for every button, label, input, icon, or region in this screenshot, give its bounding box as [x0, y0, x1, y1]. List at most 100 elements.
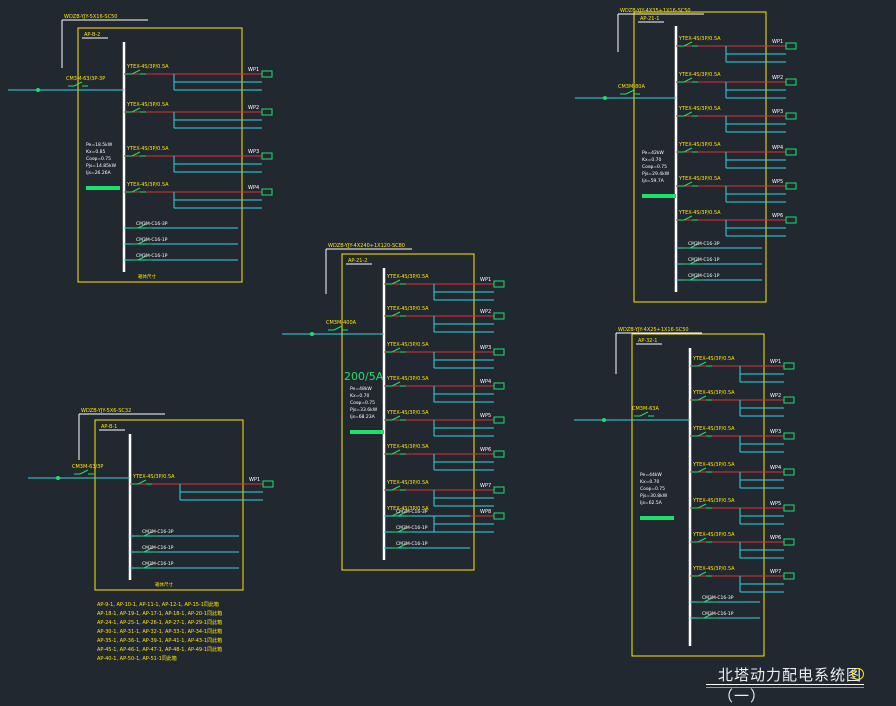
spare-breaker-label: CM3M-C16-1P — [142, 561, 174, 567]
load-box — [783, 572, 795, 580]
load-box — [261, 70, 273, 78]
same-as-note: AP-40-1, AP-50-1, AP-51-1同此箱 — [97, 655, 177, 662]
load-box — [783, 362, 795, 370]
incomer-node — [310, 332, 314, 336]
circuit-breaker-blade — [391, 381, 401, 387]
spare-breaker-blade — [397, 543, 407, 549]
cabinet-frame-AP-21-1 — [633, 11, 767, 303]
load-id: WP2 — [772, 75, 783, 81]
spare-breaker-blade — [137, 223, 147, 229]
load-stat: Kx=0.70 — [640, 479, 660, 485]
load-id: WP3 — [480, 345, 491, 351]
circuit-breaker-blade — [683, 215, 693, 221]
load-id: WP1 — [772, 39, 783, 45]
load-id: WP4 — [772, 145, 783, 151]
circuit-breaker-blade — [391, 485, 401, 491]
spare-breaker-label: CM3M-C16-1P — [702, 611, 734, 617]
spare-indicator — [350, 430, 384, 434]
feeder-cable-label: WDZB-YJY-4X35+1X16-SC50 — [620, 8, 691, 14]
circuit-breaker-blade — [131, 69, 141, 75]
feeder-cable-label: WDZB-YJY-5X6-SC32 — [81, 408, 131, 414]
spare-breaker-label: CM3M-C16-3P — [396, 509, 428, 515]
load-stat: Pe=44kW — [640, 472, 662, 478]
same-as-note: AP-9-1, AP-10-1, AP-11-1, AP-12-1, AP-15… — [97, 601, 219, 608]
load-box — [785, 148, 797, 156]
circuit-breaker-label: YTEX-4S/3P/0.5A — [386, 410, 429, 416]
panel-id: AP-B-1 — [101, 424, 117, 430]
load-box — [785, 42, 797, 50]
panel-id: AP-21-1 — [640, 16, 659, 22]
load-stat: Pjs=30.8kW — [640, 493, 668, 499]
load-id: WP2 — [480, 309, 491, 315]
circuit-breaker-label: YTEX-4S/3P/0.5A — [692, 356, 735, 362]
incomer-node — [603, 96, 607, 100]
load-box — [783, 432, 795, 440]
spare-breaker-label: CM3M-C16-1P — [396, 541, 428, 547]
load-box — [783, 468, 795, 476]
circuit-breaker-label: YTEX-4S/3P/0.5A — [126, 102, 169, 108]
circuit-breaker-label: YTEX-4S/3P/0.5A — [678, 106, 721, 112]
spare-breaker-label: CM3M-C16-3P — [688, 241, 720, 247]
load-stat: Kx=0.85 — [86, 149, 106, 155]
load-box — [783, 504, 795, 512]
circuit-breaker-label: YTEX-4S/3P/0.5A — [678, 142, 721, 148]
mains-switch-blade — [639, 411, 649, 417]
load-id: WP7 — [770, 569, 781, 575]
mains-switch-blade — [73, 81, 83, 87]
mains-switch-blade — [79, 469, 89, 475]
spare-breaker-label: CM3M-C16-1P — [142, 545, 174, 551]
load-box — [783, 396, 795, 404]
panel-id: AP-32-1 — [638, 338, 657, 344]
load-box — [493, 280, 505, 288]
load-box — [785, 182, 797, 190]
same-as-note: AP-35-1, AP-36-1, AP-39-1, AP-41-1, AP-4… — [97, 637, 222, 644]
cabinet-frame-AP-B-2 — [77, 27, 243, 283]
title-underline — [706, 684, 864, 685]
load-stat: Cosφ=0.75 — [642, 164, 667, 170]
load-stat: Pjs=29.4kW — [642, 171, 670, 177]
load-stat: Pe=48kW — [350, 386, 372, 392]
load-stat: Pjs=14.85kW — [86, 163, 117, 169]
same-as-note: AP-18-1, AP-19-1, AP-17-1, AP-18-1, AP-2… — [97, 610, 222, 617]
load-id: WP1 — [249, 477, 260, 483]
load-id: WP5 — [772, 179, 783, 185]
load-stat: Kx=0.70 — [350, 393, 370, 399]
circuit-breaker-label: YTEX-4S/3P/0.5A — [126, 146, 169, 152]
circuit-breaker-blade — [697, 431, 707, 437]
circuit-breaker-blade — [391, 279, 401, 285]
circuit-breaker-label: YTEX-4S/3P/0.5A — [132, 474, 175, 480]
load-id: WP3 — [770, 429, 781, 435]
load-id: WP5 — [480, 413, 491, 419]
circuit-breaker-label: YTEX-4S/3P/0.5A — [678, 72, 721, 78]
load-stat: Ijs=68.23A — [350, 414, 376, 420]
circuit-breaker-label: YTEX-4S/3P/0.5A — [678, 36, 721, 42]
spare-breaker-label: CM3M-C16-1P — [136, 237, 168, 243]
load-stat: Ijs=26.26A — [86, 170, 112, 176]
load-id: WP1 — [770, 359, 781, 365]
circuit-breaker-label: YTEX-4S/3P/0.5A — [692, 390, 735, 396]
drawing-title: 北塔动力配电系统图（一） — [718, 666, 863, 705]
spare-breaker-blade — [703, 613, 713, 619]
circuit-breaker-blade — [683, 111, 693, 117]
spare-breaker-label: CM3M-C16-3P — [142, 529, 174, 535]
circuit-breaker-label: YTEX-4S/3P/0.5A — [692, 532, 735, 538]
circuit-breaker-blade — [131, 151, 141, 157]
circuit-breaker-blade — [391, 311, 401, 317]
spare-indicator — [86, 186, 120, 190]
spare-breaker-blade — [137, 239, 147, 245]
circuit-breaker-label: YTEX-4S/3P/0.5A — [386, 274, 429, 280]
load-box — [262, 480, 274, 488]
load-id: WP6 — [480, 447, 491, 453]
spare-breaker-blade — [689, 259, 699, 265]
spare-breaker-blade — [689, 275, 699, 281]
title-underline-green — [706, 687, 864, 688]
load-box — [493, 416, 505, 424]
mains-switch-label: CM3M-80A — [618, 84, 645, 90]
same-as-note: AP-30-1, AP-31-1, AP-32-1, AP-33-1, AP-3… — [97, 628, 222, 635]
cabinet-frame-AP-B-1 — [94, 419, 244, 591]
circuit-breaker-blade — [131, 107, 141, 113]
mains-switch-label: CM3M-63/3P — [72, 464, 103, 470]
circuit-breaker-blade — [697, 537, 707, 543]
load-id: WP1 — [480, 277, 491, 283]
spare-breaker-label: CM3M-C16-1P — [688, 257, 720, 263]
